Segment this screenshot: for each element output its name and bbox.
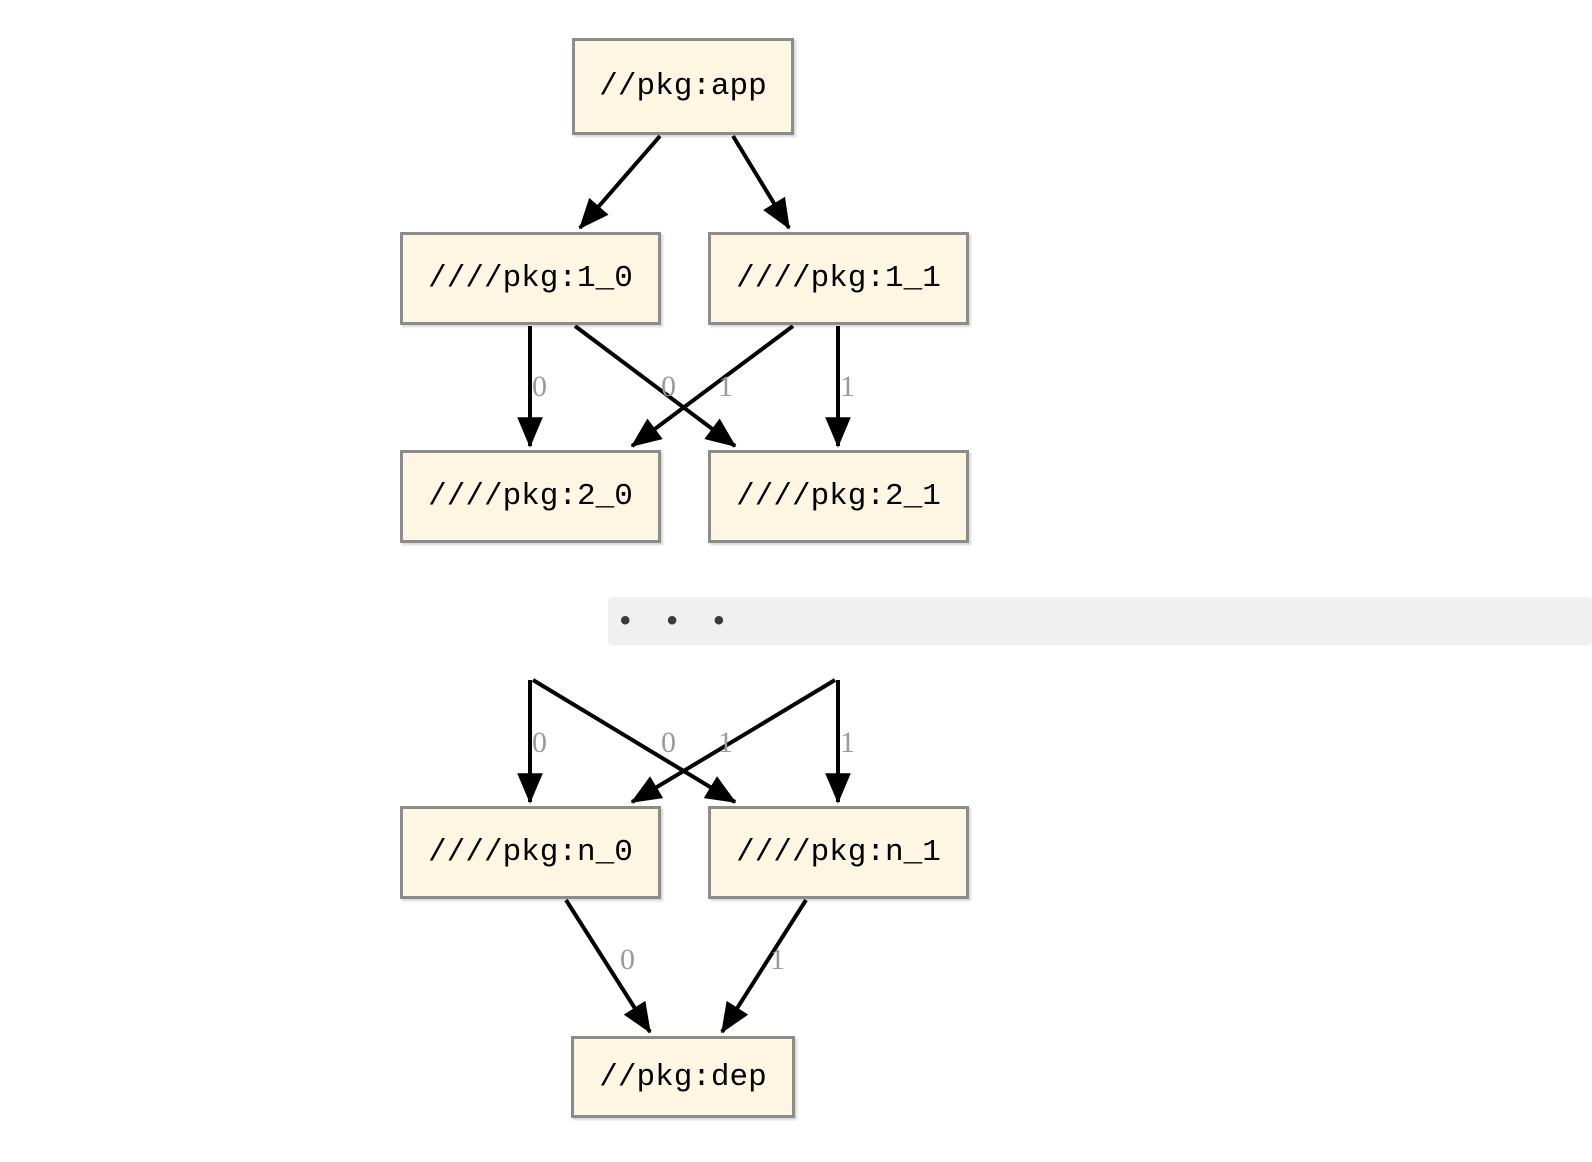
edge-ln_0-to-dep	[564, 898, 652, 1034]
node-dep[interactable]: //pkg:dep	[571, 1036, 795, 1118]
edge-label-l1_1-to-l2_1: 1	[840, 370, 855, 403]
node-l2_0[interactable]: ////pkg:2_0	[400, 450, 661, 543]
ellipsis-band: • • •	[608, 597, 1592, 645]
edge-l1_1-to-l2_0	[630, 324, 795, 448]
node-ln_1[interactable]: ////pkg:n_1	[708, 806, 969, 899]
node-label: ////pkg:2_0	[428, 479, 633, 514]
edge-app-to-l1_1	[731, 134, 791, 230]
edge-l1_0-to-l2_1	[573, 324, 737, 448]
edge-label-hidden_b-to-ln_0: 1	[718, 726, 733, 759]
node-ln_0[interactable]: ////pkg:n_0	[400, 806, 661, 899]
node-label: //pkg:dep	[599, 1059, 767, 1095]
edge-ln_1-to-dep	[720, 898, 808, 1034]
node-app[interactable]: //pkg:app	[572, 38, 794, 135]
node-l1_1[interactable]: ////pkg:1_1	[708, 232, 969, 325]
node-label: ////pkg:n_1	[736, 835, 941, 870]
edge-hidden_b-to-ln_0	[630, 678, 837, 804]
node-label: //pkg:app	[599, 69, 767, 104]
edge-label-hidden_b-to-ln_1: 1	[840, 726, 855, 759]
ellipsis-dots: • • •	[620, 604, 739, 637]
node-label: ////pkg:n_0	[428, 835, 633, 870]
node-label: ////pkg:1_1	[736, 261, 941, 296]
node-l2_1[interactable]: ////pkg:2_1	[708, 450, 969, 543]
edge-label-hidden_a-to-ln_0: 0	[532, 726, 547, 759]
edge-label-ln_1-to-dep: 1	[770, 943, 785, 976]
edge-hidden_a-to-ln_1	[531, 678, 737, 804]
edge-label-l1_0-to-l2_1: 0	[661, 370, 676, 403]
edge-lines	[517, 134, 851, 1034]
node-l1_0[interactable]: ////pkg:1_0	[400, 232, 661, 325]
edge-label-l1_1-to-l2_0: 1	[718, 370, 733, 403]
edge-app-to-l1_0	[578, 134, 662, 230]
node-label: ////pkg:1_0	[428, 261, 633, 296]
edge-label-hidden_a-to-ln_1: 0	[661, 726, 676, 759]
edge-label-ln_0-to-dep: 0	[620, 943, 635, 976]
edge-label-l1_0-to-l2_0: 0	[532, 370, 547, 403]
node-label: ////pkg:2_1	[736, 479, 941, 514]
